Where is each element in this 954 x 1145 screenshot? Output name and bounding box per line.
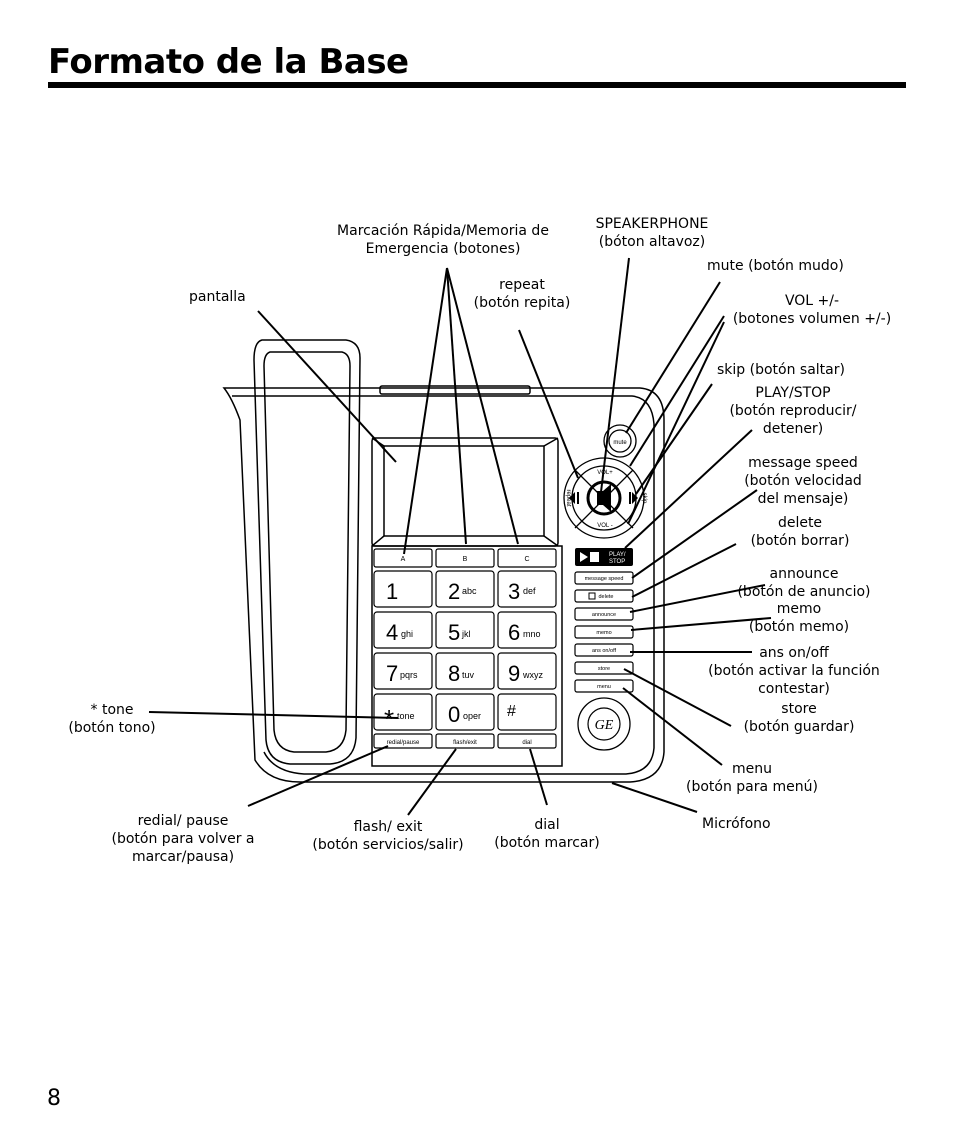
- key-2-letters: abc: [462, 586, 477, 596]
- label-skip: skip (botón saltar): [717, 362, 845, 378]
- key-3-digit: 3: [508, 579, 520, 604]
- bottom-keys: [373, 733, 557, 749]
- vol-plus-label: VOL+: [597, 470, 613, 476]
- label-redial-pause: redial/ pause (botón para volver a marca…: [111, 813, 255, 865]
- handset: [253, 339, 361, 765]
- flash-key-label: flash/exit: [453, 740, 477, 746]
- key-5-digit: 5: [448, 620, 460, 645]
- base-outline: [222, 387, 665, 783]
- label-message-speed: message speed (botón velocidad del mensa…: [744, 455, 862, 507]
- label-memo: memo (botón memo): [748, 601, 850, 635]
- key-2-digit: 2: [448, 579, 460, 604]
- nav-cluster: [563, 424, 645, 539]
- stop-label: STOP: [609, 559, 625, 565]
- play-label: PLAY/: [609, 552, 626, 558]
- label-pantalla: pantalla: [189, 289, 246, 305]
- number-keys: [373, 570, 557, 731]
- ge-logo-text: GE: [595, 718, 614, 733]
- key-0-digit: 0: [448, 702, 460, 727]
- label-menu: menu (botón para menú): [685, 761, 818, 795]
- leader-lines: [148, 257, 772, 816]
- play-stop-button: [575, 548, 633, 566]
- label-tone: * tone (botón tono): [68, 702, 156, 736]
- label-ans-on-off: ans on/off (botón activar la función con…: [708, 645, 880, 697]
- label-vol: VOL +/- (botones volumen +/-): [732, 293, 892, 327]
- side-speed-label: message speed: [585, 576, 624, 582]
- key-star-digit: *: [384, 704, 394, 734]
- speed-dial-a: A: [401, 556, 406, 563]
- repeat-button-label: repeat: [565, 489, 571, 506]
- key-1-digit: 1: [386, 579, 398, 604]
- title-rule: [48, 82, 906, 88]
- vol-minus-label: VOL -: [597, 523, 612, 529]
- label-speakerphone: SPEAKERPHONE (bóton altavoz): [595, 216, 709, 250]
- side-menu-label: menu: [597, 684, 611, 690]
- key-5-letters: jkl: [461, 629, 471, 639]
- label-play-stop: PLAY/STOP (botón reproducir/ detener): [729, 385, 857, 437]
- key-0-letters: oper: [463, 711, 481, 721]
- label-delete: delete (botón borrar): [750, 515, 850, 549]
- key-4-letters: ghi: [401, 629, 413, 639]
- key-3-letters: def: [523, 586, 536, 596]
- key-6-letters: mno: [523, 629, 541, 639]
- page-number: 8: [47, 1086, 61, 1111]
- dial-key-label: dial: [522, 740, 531, 746]
- key-hash-digit: #: [507, 703, 516, 720]
- label-marcacion-rapida: Marcación Rápida/Memoria de Emergencia (…: [337, 223, 549, 257]
- label-repeat: repeat (botón repita): [473, 277, 571, 311]
- key-star-letters: tone: [397, 711, 415, 721]
- key-7-letters: pqrs: [400, 670, 418, 680]
- speed-dial-keys: [373, 548, 557, 568]
- page-title: Formato de la Base: [48, 42, 409, 82]
- side-memo-label: memo: [596, 630, 611, 636]
- key-6-digit: 6: [508, 620, 520, 645]
- speed-dial-c: C: [524, 556, 529, 563]
- key-8-digit: 8: [448, 661, 460, 686]
- label-dial: dial (botón marcar): [494, 817, 600, 851]
- key-8-letters: tuv: [462, 670, 475, 680]
- label-announce: announce (botón de anuncio): [737, 566, 871, 600]
- key-9-letters: wxyz: [522, 670, 543, 680]
- side-store-label: store: [598, 666, 610, 672]
- key-9-digit: 9: [508, 661, 520, 686]
- key-7-digit: 7: [386, 661, 398, 686]
- label-store: store (botón guardar): [743, 701, 855, 735]
- skip-button-label: skip: [641, 493, 647, 504]
- mute-button-label: mute: [613, 440, 627, 446]
- key-4-digit: 4: [386, 620, 398, 645]
- label-mute: mute (botón mudo): [707, 258, 844, 274]
- side-announce-label: announce: [592, 612, 616, 618]
- label-microfono: Micrófono: [702, 816, 771, 832]
- redial-key-label: redial/pause: [387, 740, 420, 746]
- side-ans-label: ans on/off: [592, 648, 617, 654]
- speed-dial-b: B: [463, 556, 468, 563]
- label-flash-exit: flash/ exit (botón servicios/salir): [312, 819, 464, 853]
- ge-logo: GE: [577, 697, 631, 751]
- side-delete-label: delete: [599, 594, 614, 600]
